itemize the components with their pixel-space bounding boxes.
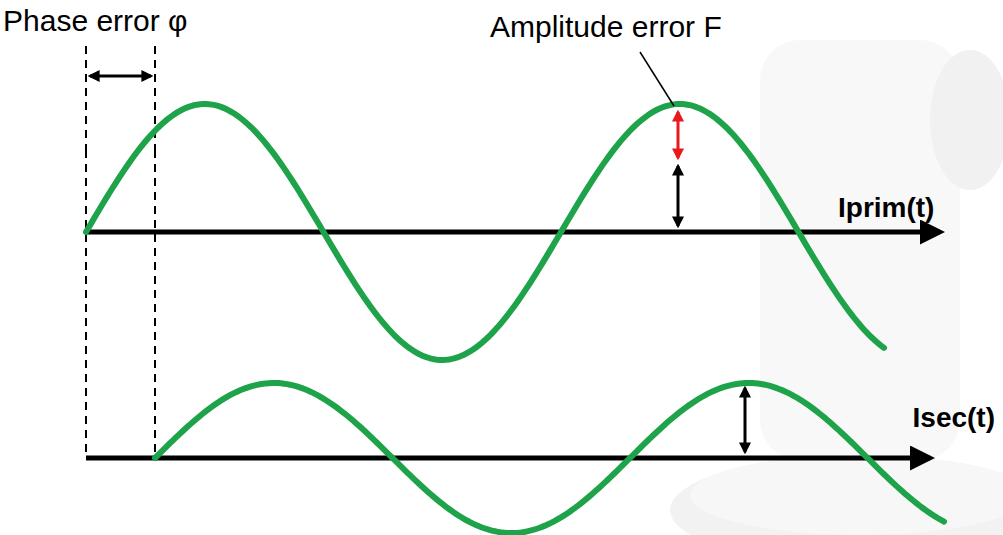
photo-terminal — [930, 50, 1003, 190]
error-label: Phase error φ — [3, 4, 188, 39]
photo-base — [670, 455, 1003, 535]
amplitude-error-arrow — [677, 112, 680, 158]
leader-line — [640, 52, 674, 106]
primary-amplitude-arrow — [677, 166, 680, 226]
phase-marker-line — [85, 150, 87, 458]
primary-current-wave — [86, 104, 884, 360]
photo-ring — [690, 455, 1003, 535]
secondary-current-wave — [155, 383, 944, 533]
secondary-axis — [86, 456, 930, 461]
secondary-amplitude-arrow — [744, 388, 747, 452]
signal-name: Iprim(t) — [838, 192, 934, 224]
phase-marker-line — [85, 46, 87, 150]
signal-name: Isec(t) — [913, 402, 995, 434]
error-label: Amplitude error F — [490, 10, 722, 45]
phase-marker-line — [154, 150, 156, 458]
phase-error-arrow — [90, 75, 151, 78]
background-photo — [670, 40, 1003, 535]
primary-axis — [86, 230, 940, 235]
